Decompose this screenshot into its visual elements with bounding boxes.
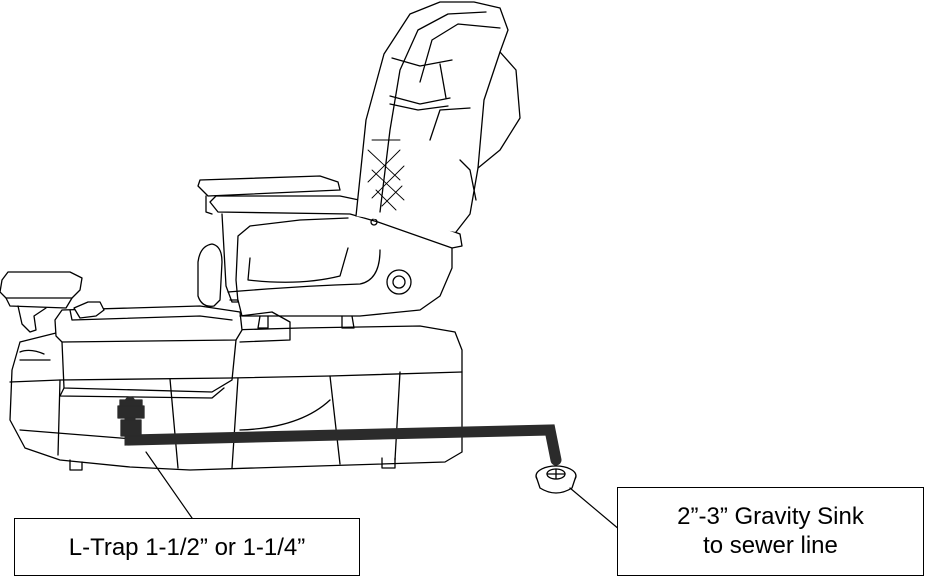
backrest-stitching (367, 139, 405, 211)
foot-rest (0, 271, 105, 361)
l-trap-icon (120, 419, 142, 437)
foot-basin (54, 305, 291, 399)
leader-lines (145, 451, 621, 531)
gravity-sink-callout: 2”-3” Gravity Sink to sewer line (617, 487, 924, 576)
gravity-sink-label-line1: 2”-3” Gravity Sink (677, 503, 864, 530)
armrest-rear (197, 175, 341, 215)
backrest (355, 1, 521, 233)
armrest-front (209, 195, 463, 303)
gravity-sink-icon (535, 465, 577, 494)
l-trap-label: L-Trap 1-1/2” or 1-1/4” (68, 534, 306, 561)
base-cabinet (9, 325, 463, 471)
gravity-sink-label-line2: to sewer line (703, 532, 838, 559)
l-trap-callout: L-Trap 1-1/2” or 1-1/4” (14, 518, 360, 576)
